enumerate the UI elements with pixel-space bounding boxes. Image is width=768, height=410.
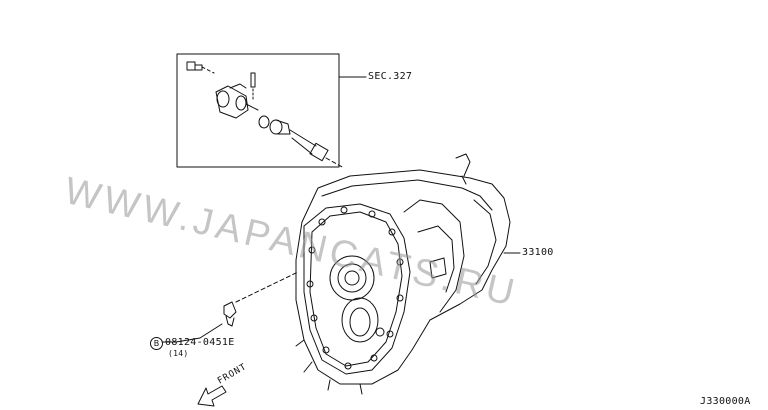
bolt-quantity: (14): [168, 349, 189, 358]
speed-sensor: [215, 83, 259, 119]
sec-ref-label: SEC.327: [368, 71, 413, 82]
sleeve: [269, 119, 291, 135]
o-ring: [258, 115, 270, 129]
case-bolt: [161, 271, 299, 343]
inset-pin: [250, 72, 256, 101]
inset-frame: [176, 53, 340, 168]
front-arrow-icon: [197, 385, 227, 407]
bolt-circle-badge: B: [150, 337, 163, 350]
transmission-case: [295, 153, 511, 395]
inset-bolt: [186, 61, 215, 74]
diagram-code: J330000A: [700, 396, 751, 407]
transmission-part-number: 33100: [522, 247, 554, 258]
bolt-part-number: 08124-0451E: [165, 337, 235, 348]
drive-shaft: [289, 129, 345, 169]
